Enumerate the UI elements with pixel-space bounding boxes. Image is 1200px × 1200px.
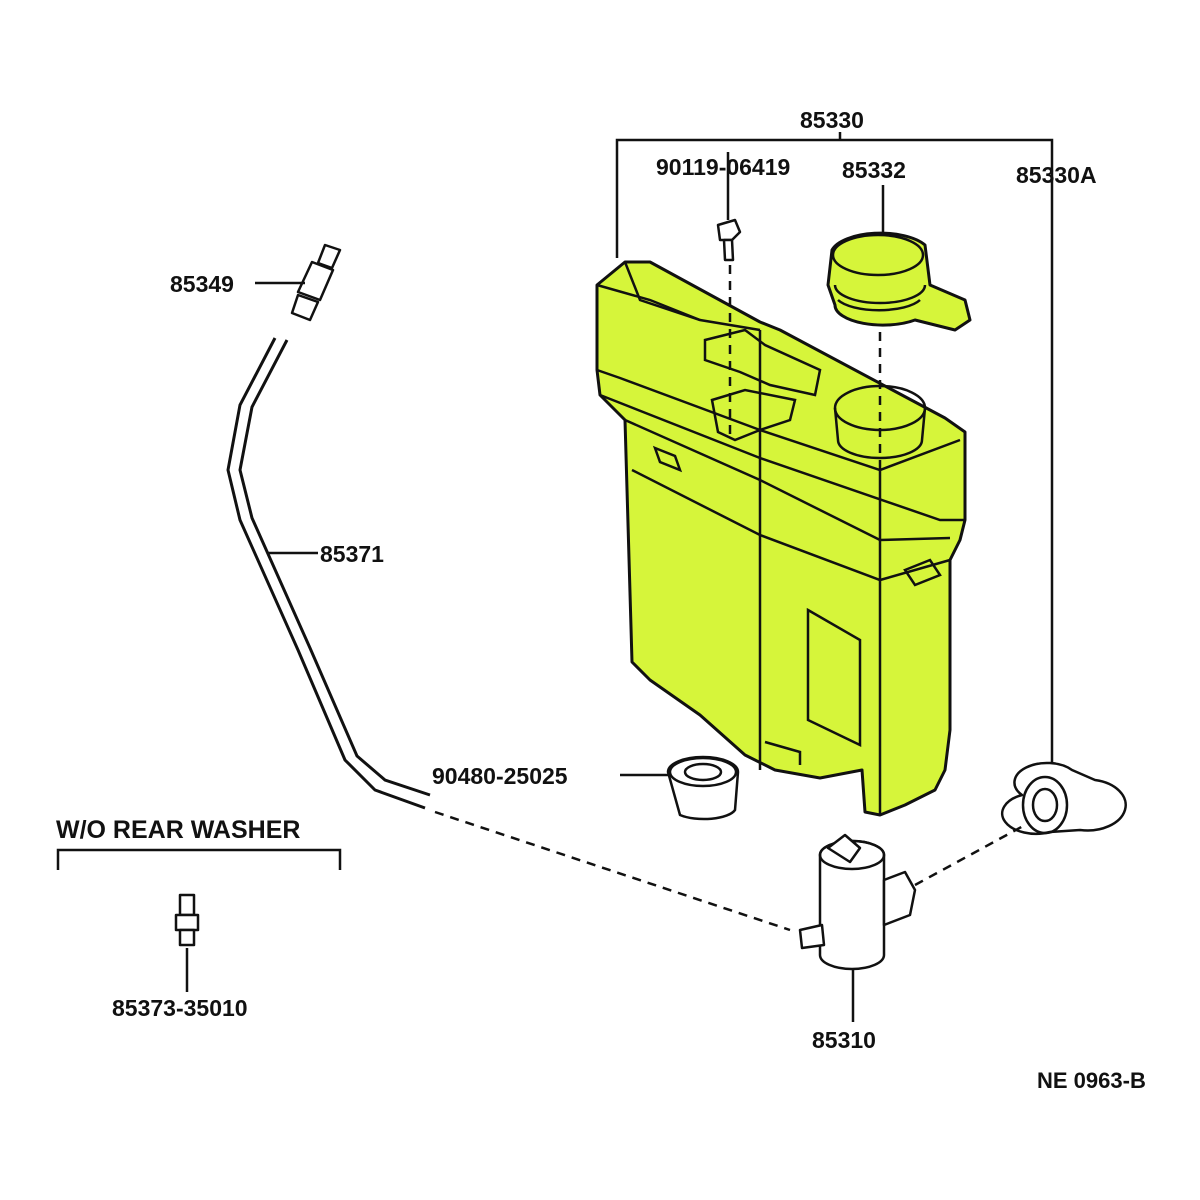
washer-hose — [226, 337, 431, 810]
pump-to-grommet-line — [914, 823, 1026, 887]
label-option-title: W/O REAR WASHER — [56, 816, 300, 844]
reservoir-cap — [826, 231, 972, 332]
hose-to-pump-line — [434, 810, 791, 932]
hose-joint — [255, 243, 342, 322]
label-motor-pump: 85310 — [812, 1027, 876, 1053]
label-bolt: 90119-06419 — [656, 154, 790, 180]
label-hose: 85371 — [320, 541, 384, 567]
washer-motor-pump — [798, 833, 917, 1022]
bolt — [716, 152, 742, 262]
assembly-bracket — [615, 132, 1054, 768]
washer-reservoir-tank — [595, 260, 967, 817]
label-grommet-small: 90480-25025 — [432, 763, 568, 789]
label-reservoir-sub: 85330A — [1016, 162, 1097, 188]
label-reservoir-assy: 85330 — [800, 107, 864, 133]
grommet-small — [620, 755, 740, 821]
label-joint: 85349 — [170, 271, 234, 297]
washer-plug — [174, 893, 200, 992]
option-section-bracket — [56, 848, 342, 870]
label-cap: 85332 — [842, 157, 906, 183]
label-plug: 85373-35010 — [112, 995, 248, 1021]
grommet-pump — [1000, 761, 1127, 836]
label-figure-code: NE 0963-B — [1037, 1068, 1146, 1093]
tank-body — [595, 260, 967, 817]
